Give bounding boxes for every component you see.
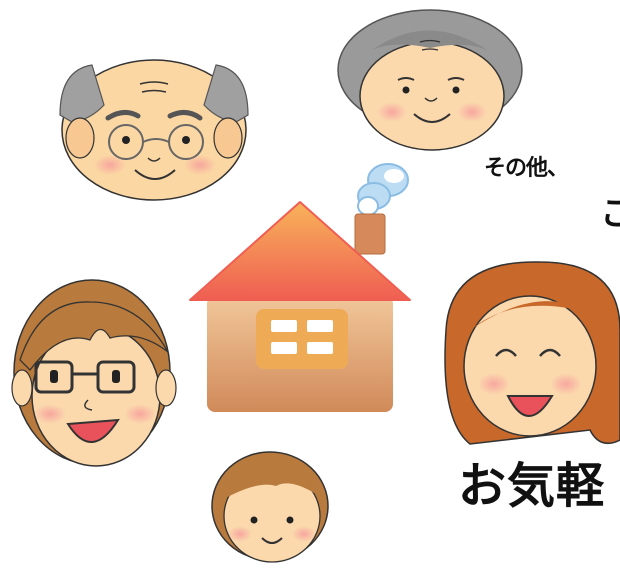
caption-large-text: こ	[600, 194, 620, 234]
mother-face-icon	[444, 261, 620, 445]
child-face-icon	[211, 451, 329, 563]
house-icon	[189, 201, 411, 412]
grandfather-face-icon	[59, 59, 249, 201]
grandmother-face-icon	[337, 9, 523, 151]
caption-text: その他、	[484, 156, 569, 181]
father-face-icon	[11, 279, 177, 467]
smoke-icon	[357, 163, 409, 216]
tagline-text: お気軽	[458, 458, 606, 514]
